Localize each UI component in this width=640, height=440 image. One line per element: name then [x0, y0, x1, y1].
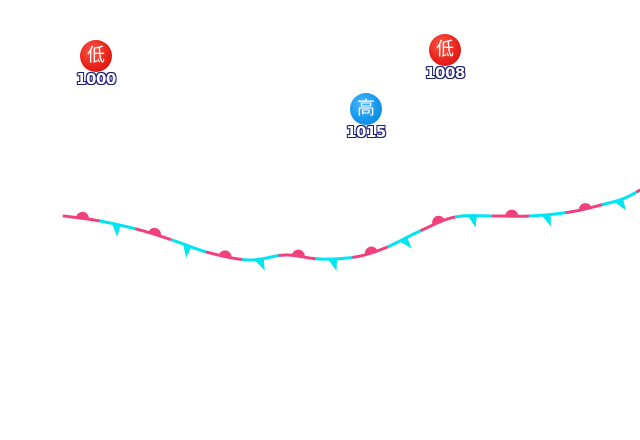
pressure-value-label: 1008: [425, 64, 465, 82]
warm-front-semicircle: [75, 211, 89, 220]
pressure-value-label: 1015: [346, 123, 386, 141]
high-pressure-icon: 高: [350, 93, 382, 125]
cold-front-triangle: [328, 258, 338, 271]
warm-front-segment: [636, 188, 640, 193]
cold-front-segment: [99, 219, 138, 231]
warm-front-semicircle: [148, 227, 161, 237]
cold-front-triangle: [111, 223, 121, 237]
warm-front-semicircle: [291, 249, 305, 258]
cold-front-triangle: [254, 258, 265, 271]
low-pressure-icon: 低: [80, 40, 112, 72]
warm-front-segment: [565, 203, 604, 214]
cold-front-triangle: [541, 214, 551, 227]
low-pressure-center-2: 低 1008: [415, 34, 475, 82]
warm-front-segment: [135, 227, 173, 242]
cold-front-triangle: [614, 198, 626, 211]
cold-front-segment: [241, 254, 281, 262]
warm-front-semicircle: [364, 246, 378, 255]
warm-front-semicircle: [432, 215, 445, 225]
stationary-front: [62, 188, 640, 271]
low-pressure-icon: 低: [429, 34, 461, 66]
warm-front-semicircle: [505, 209, 519, 217]
warm-front-semicircle: [578, 203, 592, 211]
low-pressure-center-1: 低 1000: [66, 40, 126, 88]
cold-front-segment: [387, 229, 423, 248]
warm-front-semicircle: [218, 250, 232, 258]
cold-front-triangle: [399, 237, 412, 249]
pressure-value-label: 1000: [76, 70, 116, 88]
cold-front-segment: [315, 255, 354, 261]
high-pressure-center: 高 1015: [336, 93, 396, 141]
cold-front-triangle: [467, 215, 477, 228]
cold-front-triangle: [183, 243, 192, 258]
